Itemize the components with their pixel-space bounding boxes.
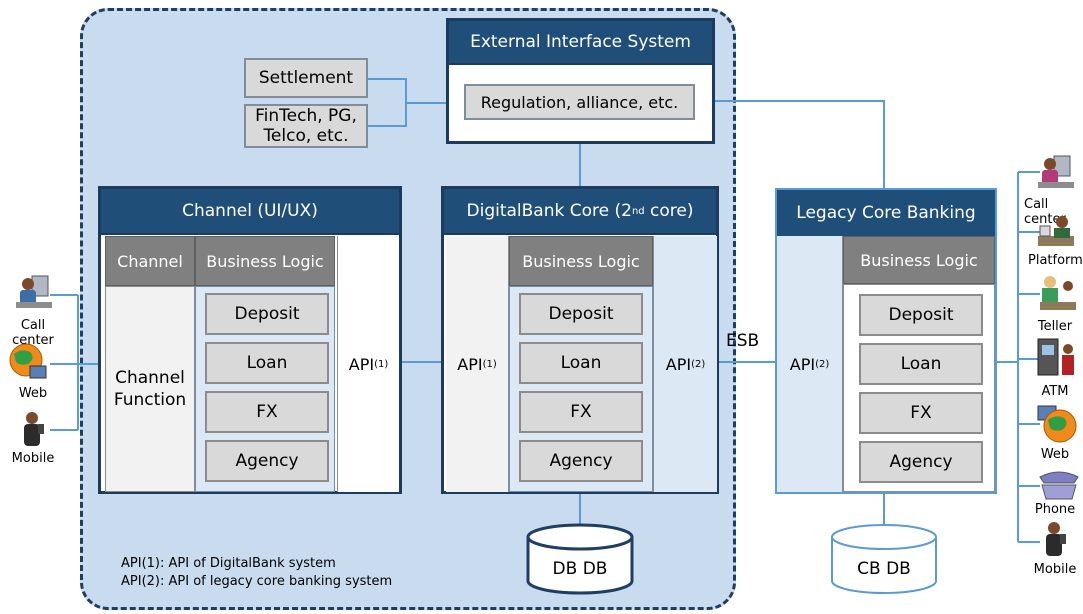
- channel-api-label: API: [348, 354, 375, 374]
- digitalbank-api-left: API(1): [446, 236, 509, 492]
- legacy-module-loan: Loan: [859, 343, 983, 385]
- right-channel-teller: Teller: [1037, 319, 1073, 334]
- channel-module-fx: FX: [205, 391, 329, 433]
- esb-label: ESB: [726, 331, 760, 351]
- legacy-db-label: CB DB: [857, 559, 911, 579]
- right-channel-mobile: Mobile: [1033, 562, 1077, 577]
- fintech-label-line1: FinTech, PG,: [255, 106, 357, 126]
- legacy-api: API(2): [777, 236, 843, 492]
- fintech-box: FinTech, PG, Telco, etc.: [244, 104, 368, 148]
- channel-module-deposit: Deposit: [205, 293, 329, 335]
- legacy-business-logic-panel: Deposit Loan FX Agency: [843, 284, 995, 492]
- external-interface-title: External Interface System: [449, 21, 712, 65]
- channel-api-sup: (1): [374, 358, 389, 370]
- digitalbank-title-main: DigitalBank Core (2: [466, 201, 632, 221]
- digitalbank-db-label: DB DB: [552, 559, 608, 579]
- database-cylinder-icon: [526, 523, 634, 595]
- mobile-person-icon: [1038, 520, 1074, 560]
- legacy-business-logic-header: Business Logic: [843, 236, 995, 284]
- digitalbank-business-logic-panel: Deposit Loan FX Agency: [509, 286, 653, 492]
- channel-function-line1: Channel: [115, 368, 185, 388]
- legacy-core-title: Legacy Core Banking: [777, 190, 995, 236]
- digitalbank-title-end: core): [644, 201, 694, 221]
- right-channel-web: Web: [1040, 447, 1070, 462]
- digitalbank-business-logic-header: Business Logic: [509, 236, 653, 286]
- web-globe-icon: [1036, 402, 1078, 446]
- channel-business-logic-header: Business Logic: [195, 236, 335, 286]
- left-channel-mobile: Mobile: [11, 451, 55, 466]
- digitalbank-module-fx: FX: [519, 391, 643, 433]
- digitalbank-api-left-sup: (1): [482, 358, 497, 370]
- digitalbank-module-loan: Loan: [519, 342, 643, 384]
- legacy-module-agency: Agency: [859, 441, 983, 483]
- digitalbank-module-agency: Agency: [519, 440, 643, 482]
- channel-business-logic-panel: Deposit Loan FX Agency: [195, 286, 335, 492]
- channel-module-agency: Agency: [205, 440, 329, 482]
- channel-header: Channel: [105, 236, 195, 286]
- channel-title: Channel (UI/UX): [101, 189, 399, 235]
- call-center-icon: [14, 272, 54, 312]
- right-channel-call-center: Call center: [1024, 197, 1066, 227]
- digitalbank-module-deposit: Deposit: [519, 293, 643, 335]
- channel-api: API(1): [337, 236, 399, 492]
- legacy-api-sup: (2): [815, 358, 830, 370]
- phone-icon: [1038, 467, 1080, 501]
- channel-system: Channel (UI/UX) Channel Channel Function…: [98, 186, 402, 494]
- settlement-label: Settlement: [258, 68, 354, 88]
- web-globe-icon: [8, 340, 48, 384]
- notes: API(1): API of DigitalBank system API(2)…: [121, 555, 392, 591]
- platform-icon: [1036, 214, 1076, 252]
- atm-icon: [1036, 337, 1076, 379]
- digitalbank-api-right-label: API: [665, 354, 692, 374]
- regulation-label: Regulation, alliance, etc.: [480, 92, 679, 112]
- external-interface-system: External Interface System Regulation, al…: [446, 18, 715, 144]
- digitalbank-database: DB DB: [526, 523, 634, 595]
- channel-module-loan: Loan: [205, 342, 329, 384]
- right-channel-platform: Platform: [1028, 253, 1083, 268]
- digitalbank-api-right-sup: (2): [691, 358, 706, 370]
- fintech-label-line2: Telco, etc.: [263, 126, 349, 146]
- right-channel-atm: ATM: [1041, 384, 1069, 399]
- settlement-box: Settlement: [244, 58, 368, 98]
- channel-function-line2: Function: [113, 390, 187, 410]
- digitalbank-api-right: API(2): [653, 236, 717, 492]
- legacy-api-label: API: [789, 354, 816, 374]
- note-api1: API(1): API of DigitalBank system: [121, 556, 336, 571]
- channel-function: Channel Function: [105, 286, 195, 492]
- legacy-core-system: Legacy Core Banking API(2) Business Logi…: [775, 188, 997, 494]
- legacy-module-deposit: Deposit: [859, 294, 983, 336]
- digitalbank-title-sup: nd: [631, 205, 645, 217]
- left-channel-web: Web: [18, 386, 48, 401]
- note-api2: API(2): API of legacy core banking syste…: [121, 574, 393, 589]
- legacy-module-fx: FX: [859, 392, 983, 434]
- database-cylinder-icon: [831, 524, 937, 594]
- legacy-database: CB DB: [830, 523, 938, 595]
- mobile-person-icon: [16, 410, 52, 450]
- right-channel-phone: Phone: [1034, 502, 1076, 517]
- call-center-icon: [1036, 152, 1076, 192]
- teller-icon: [1038, 274, 1078, 314]
- digitalbank-api-left-label: API: [457, 354, 483, 374]
- regulation-box: Regulation, alliance, etc.: [464, 84, 695, 120]
